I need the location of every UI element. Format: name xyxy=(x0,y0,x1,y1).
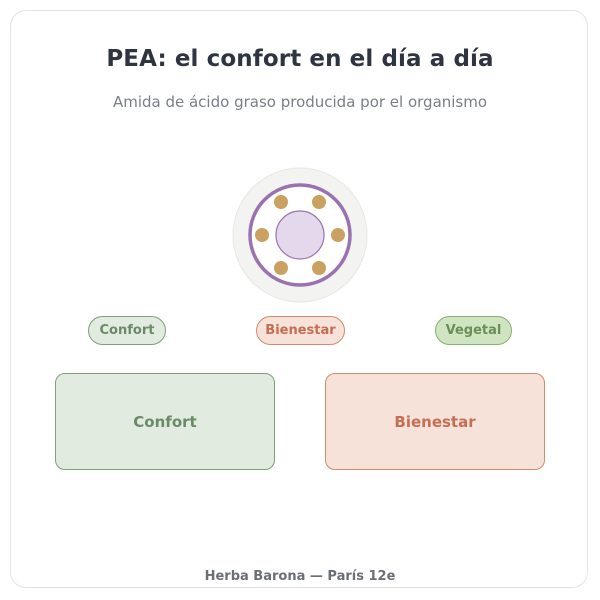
panel-bienestar: Bienestar xyxy=(325,373,545,470)
tag-bienestar: Bienestar xyxy=(256,316,345,345)
footer-text: Herba Barona — París 12e xyxy=(204,569,396,584)
emblem-dot xyxy=(331,228,345,242)
page-title: PEA: el confort en el día a día xyxy=(106,46,494,72)
emblem-dot xyxy=(255,228,269,242)
emblem-dot xyxy=(312,261,326,275)
panel-confort: Confort xyxy=(55,373,275,470)
tag-confort: Confort xyxy=(88,316,166,345)
emblem-core xyxy=(275,210,325,260)
emblem-dot xyxy=(274,195,288,209)
tag-vegetal: Vegetal xyxy=(435,316,512,345)
page-subtitle: Amida de ácido graso producida por el or… xyxy=(112,93,488,111)
emblem-dot xyxy=(312,195,326,209)
emblem-dot xyxy=(274,261,288,275)
